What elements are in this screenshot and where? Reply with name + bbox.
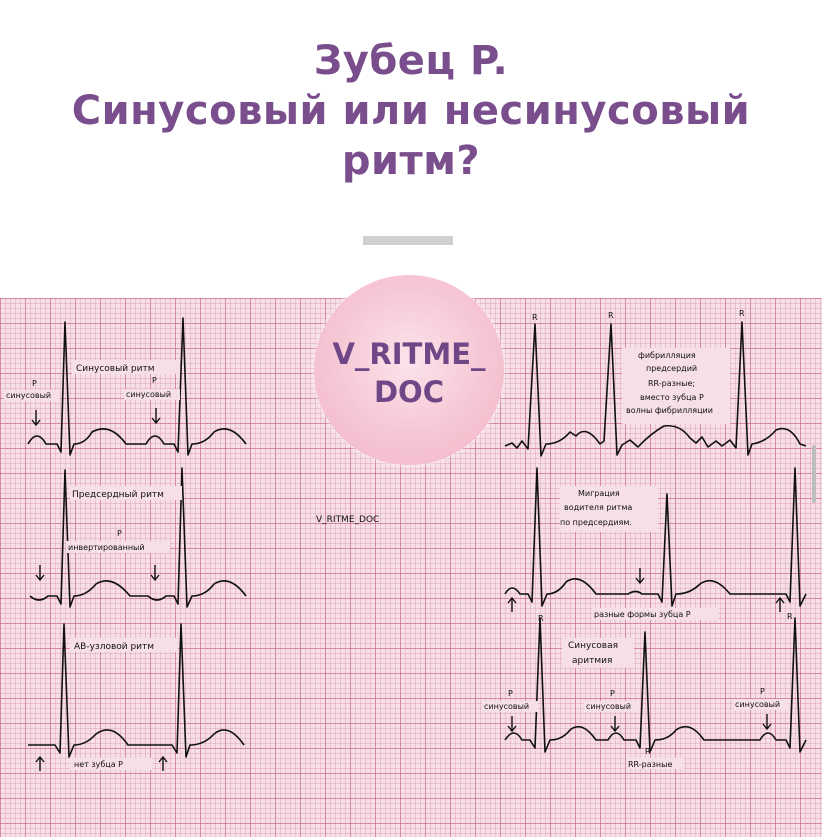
panel-sinus-arrhythmia: R R R Синусовая аритмия P синусовый P си… (482, 612, 807, 769)
r-label: R (787, 612, 793, 621)
p-label: P (610, 689, 615, 698)
ecg-trace-sinus (27, 317, 247, 456)
r-label: R (532, 313, 538, 322)
title-line-1: Зубец P. (313, 38, 509, 84)
logo-badge: V_RITME_ DOC (314, 275, 504, 465)
p-sub-atrial: инвертированный (68, 543, 145, 552)
panel-sinus-title: Синусовый ритм (76, 364, 155, 374)
arrhythmia-note: RR-разные (628, 760, 672, 769)
arrow-up-icon (158, 755, 168, 771)
arrow-down-icon (150, 565, 160, 582)
ecg-trace-atrial (29, 467, 247, 608)
logo-line-1: V_RITME_ (332, 337, 486, 371)
arrow-up-icon (35, 755, 45, 771)
watermark-text: V_RITME_DOC (316, 515, 379, 525)
migration-line-2: водителя ритма (564, 503, 632, 512)
p-label-atrial: P (117, 529, 122, 538)
p-label: P (508, 689, 513, 698)
arrow-up-icon (775, 596, 785, 612)
ecg-trace-migration (504, 467, 807, 607)
panel-atrial-rhythm: Предсердный ритм P инвертированный (29, 467, 247, 608)
panel-av-rhythm: АВ-узловой ритм нет зубца P (28, 623, 245, 771)
panel-av-title: АВ-узловой ритм (74, 642, 154, 652)
av-note: нет зубца P (74, 760, 123, 769)
scrollbar-thumb[interactable] (812, 445, 816, 503)
afib-line-3: RR-разные; (648, 379, 695, 388)
arrow-down-icon (762, 714, 772, 731)
afib-line-1: фибрилляция (638, 351, 696, 360)
panel-sinus-rhythm: Синусовый ритм P синусовый P синусовый (4, 317, 247, 456)
p-sub-left: синусовый (6, 391, 51, 400)
p-label-left: P (32, 379, 37, 388)
logo-line-2: DOC (373, 375, 444, 409)
p-sub: синусовый (484, 702, 529, 711)
p-label: P (760, 687, 765, 696)
migration-line-3: по предсердиям. (560, 518, 632, 527)
panel-atrial-fibrillation: R R R фибрилляция предсердий RR-разные; … (504, 309, 807, 457)
r-label: R (645, 747, 651, 756)
arrow-down-icon (151, 408, 161, 425)
title-line-2: Синусовый или несинусовый (71, 88, 751, 134)
p-sub: синусовый (586, 702, 631, 711)
r-label: R (608, 311, 614, 320)
migration-note: разные формы зубца P (594, 610, 691, 619)
ecg-trace-av (28, 623, 245, 758)
arrow-down-icon (635, 568, 645, 585)
p-sub-right: синусовый (126, 390, 171, 399)
afib-line-2: предсердий (646, 364, 697, 373)
panel-pacemaker-migration: Миграция водителя ритма по предсердиям. … (504, 467, 807, 620)
ecg-trace-arrhythmia (504, 617, 807, 753)
arrow-up-icon (507, 596, 517, 612)
arrow-down-icon (31, 410, 41, 427)
panel-atrial-title: Предсердный ритм (72, 490, 164, 500)
arrhythmia-title-2: аритмия (572, 656, 612, 666)
r-label: R (538, 614, 544, 623)
title-line-3: ритм? (341, 138, 481, 184)
p-label-right: P (152, 376, 157, 385)
afib-line-4: вместо зубца P (640, 393, 704, 402)
p-sub: синусовый (735, 700, 780, 709)
arrhythmia-title-1: Синусовая (568, 641, 618, 651)
afib-line-5: волны фибрилляции (626, 406, 713, 415)
r-label: R (739, 309, 745, 318)
arrow-down-icon (35, 565, 45, 582)
ecg-trace-afib (504, 321, 807, 457)
arrow-down-icon (610, 716, 620, 733)
divider (363, 236, 453, 245)
arrow-down-icon (507, 716, 517, 733)
migration-line-1: Миграция (578, 489, 620, 498)
